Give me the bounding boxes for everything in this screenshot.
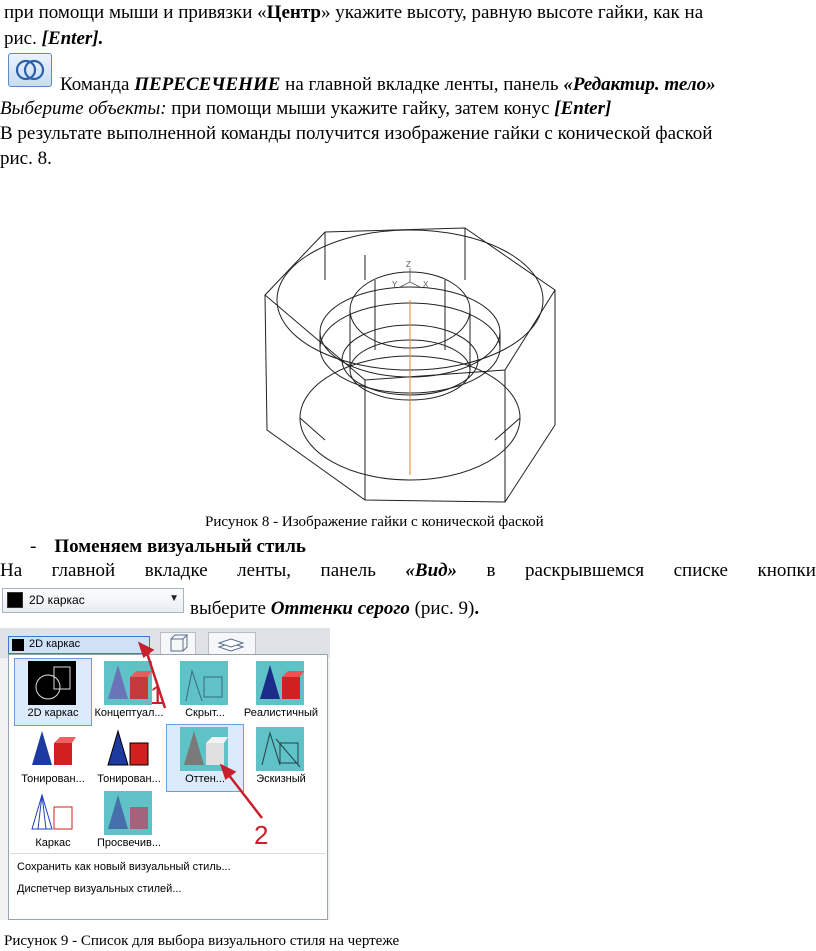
wireframe-2d-icon <box>12 639 24 651</box>
callout-number-1: 1 <box>150 680 165 710</box>
text-line: при помощи мыши и привязки «Центр» укажи… <box>4 2 704 23</box>
style-tile-sketchy[interactable]: Эскизный <box>243 725 319 791</box>
wireframe-2d-icon <box>7 592 23 608</box>
axis-label-x: X <box>423 280 429 289</box>
text-line: выберите Оттенки серого (рис. 9). <box>190 598 480 619</box>
visual-style-combo-open[interactable]: 2D каркас <box>8 636 150 654</box>
callout-arrows <box>137 641 263 819</box>
style-tile-wireframe[interactable]: Каркас <box>15 789 91 855</box>
menu-separator <box>11 853 325 854</box>
nut-wireframe-figure: Z Y X <box>264 227 556 503</box>
style-tile-conceptual[interactable]: Концептуал... <box>91 659 167 725</box>
callout-number-2: 2 <box>254 820 269 850</box>
text-line: рис. 8. <box>0 148 52 169</box>
shaded-edges-style-icon <box>104 727 152 771</box>
intersect-icon <box>8 53 52 87</box>
visual-style-dropdown: 2D каркас Концептуал... Скрыт... Реалист… <box>8 654 328 920</box>
style-tile-shaded[interactable]: Тонирован... <box>15 725 91 791</box>
visual-style-combo[interactable]: 2D каркас ▼ <box>2 588 184 613</box>
shaded-style-icon <box>28 727 76 771</box>
wireframe-2d-icon <box>28 661 76 705</box>
figure-8-caption: Рисунок 8 - Изображение гайки с коническ… <box>205 514 544 530</box>
style-tile-hidden[interactable]: Скрыт... <box>167 659 243 725</box>
shades-of-gray-style-icon <box>180 727 228 771</box>
xray-style-icon <box>104 791 152 835</box>
style-tile-2d-wireframe[interactable]: 2D каркас <box>14 658 92 726</box>
text-line: Выберите объекты: при помощи мыши укажит… <box>0 98 612 119</box>
section-heading: -Поменяем визуальный стиль <box>30 536 306 557</box>
style-tile-shades-of-gray[interactable]: Оттен... <box>166 724 244 792</box>
text-line: рис. [Enter]. <box>4 28 104 49</box>
figure-9-caption: Рисунок 9 - Список для выбора визуальног… <box>4 933 400 949</box>
visual-style-manager-menu-item[interactable]: Диспетчер визуальных стилей... <box>17 883 182 895</box>
text-line: Команда ПЕРЕСЕЧЕНИЕ на главной вкладке л… <box>60 74 716 95</box>
style-tile-xray[interactable]: Просвечив... <box>91 789 167 855</box>
text-line-justified: На главной вкладке ленты, панель «Вид» в… <box>0 560 816 581</box>
axis-label-y: Y <box>392 280 398 289</box>
axis-label-z: Z <box>406 260 411 269</box>
visual-style-panel: 2D каркас 2D каркас Концептуал... Скрыт.… <box>0 628 330 920</box>
conceptual-style-icon <box>104 661 152 705</box>
realistic-style-icon <box>256 661 304 705</box>
text-line: В результате выполненной команды получит… <box>0 123 713 144</box>
view-cube-button[interactable] <box>160 632 196 656</box>
chevron-down-icon: ▼ <box>169 593 179 604</box>
sketchy-style-icon <box>256 727 304 771</box>
layers-button[interactable] <box>208 632 256 656</box>
style-tile-shaded-edges[interactable]: Тонирован... <box>91 725 167 791</box>
hidden-style-icon <box>180 661 228 705</box>
wireframe-style-icon <box>28 791 76 835</box>
style-tile-realistic[interactable]: Реалистичный <box>243 659 319 725</box>
save-visual-style-menu-item[interactable]: Сохранить как новый визуальный стиль... <box>17 861 231 873</box>
